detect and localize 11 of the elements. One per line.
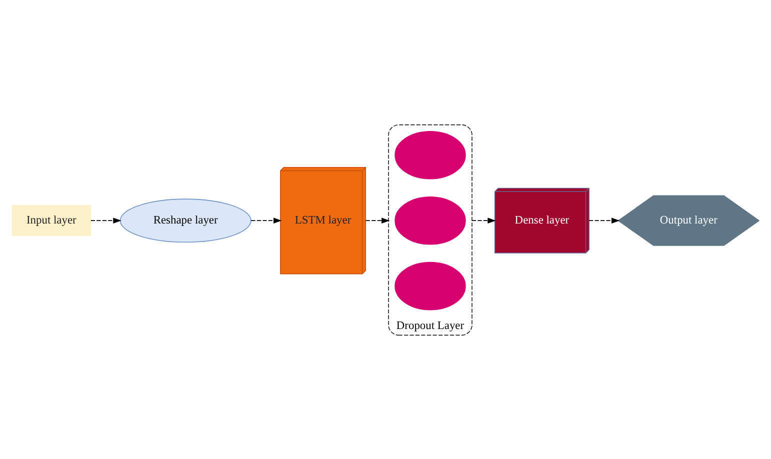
arrow — [250, 217, 282, 223]
arrow — [365, 217, 390, 223]
node-circle — [394, 261, 466, 310]
node-circle — [394, 196, 466, 244]
arrow — [588, 217, 620, 223]
node-box: Input layer — [12, 204, 92, 236]
node-circle — [394, 130, 466, 179]
cluster: Dropout Layer — [388, 124, 472, 336]
node-ellipse: Reshape layer — [120, 198, 252, 242]
arrow — [90, 217, 122, 223]
arrow — [472, 217, 496, 223]
